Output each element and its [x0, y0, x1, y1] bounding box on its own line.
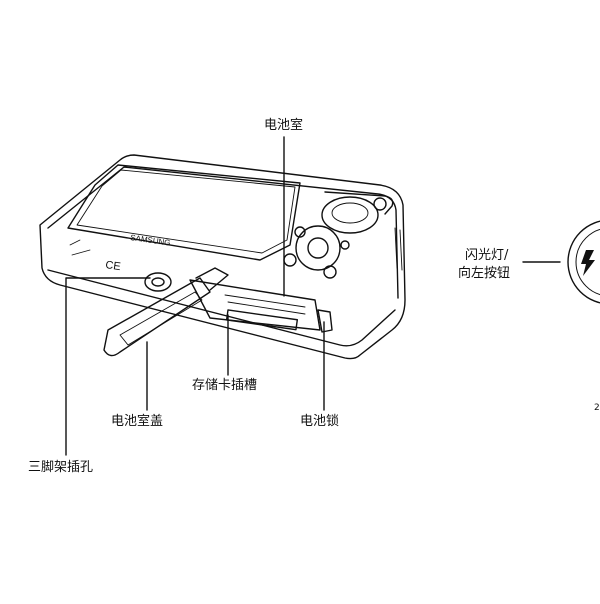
side-detail	[394, 227, 403, 271]
flash-button-detail	[567, 220, 600, 304]
camera-bottom-edge	[47, 269, 396, 347]
label-memory-card-slot: 存储卡插槽	[192, 378, 258, 393]
label-flash-left-button-line2: 向左按钮	[458, 266, 511, 281]
nav-ring-outer	[295, 225, 341, 271]
camera-body-outline	[39, 154, 406, 360]
label-battery-cover: 电池室盖	[111, 414, 164, 429]
menu-button	[294, 226, 306, 238]
battery-cover-inner	[119, 291, 203, 346]
label-battery-lock: 电池锁	[300, 414, 340, 429]
bottom-plate-marks	[69, 239, 91, 256]
battery-cover-shape	[103, 277, 211, 357]
tripod-socket-shape	[144, 272, 172, 292]
playback-button	[283, 253, 297, 267]
lcd-screen-inner	[76, 169, 296, 254]
tripod-socket-hole	[151, 277, 165, 287]
lcd-screen	[67, 164, 301, 261]
flash-button-detail-inner	[575, 228, 600, 296]
label-tripod-socket: 三脚架插孔	[28, 460, 94, 475]
top-button-strip	[324, 191, 394, 215]
partial-mark: 2	[594, 403, 600, 413]
ce-mark: CE	[105, 259, 122, 273]
fn-small-button	[340, 240, 350, 250]
label-flash-left-button-line1: 闪光灯/	[465, 248, 509, 263]
battery-lock-shape	[317, 309, 333, 333]
nav-ring-inner	[307, 237, 329, 259]
brand-text: SAMSUNG	[130, 233, 171, 248]
mode-dial-inner	[331, 202, 369, 224]
battery-cover-hinge	[195, 267, 229, 291]
leader-tripod-socket	[65, 277, 151, 456]
label-battery-compartment: 电池室	[264, 118, 304, 133]
battery-compartment-slot	[224, 294, 306, 315]
zoom-button	[373, 197, 387, 211]
mode-dial	[321, 196, 379, 234]
function-button	[323, 265, 337, 279]
battery-compartment-opening	[189, 279, 321, 331]
flash-icon	[581, 250, 595, 276]
